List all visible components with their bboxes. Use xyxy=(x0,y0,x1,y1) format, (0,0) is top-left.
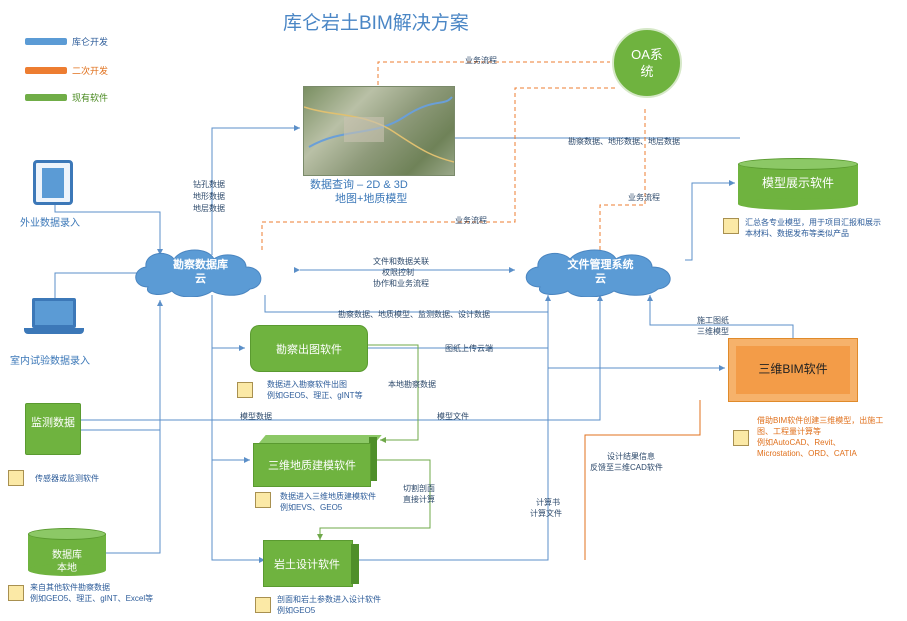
edge-label-assoc-1: 文件和数据关联 xyxy=(373,257,429,266)
survey-drawing-node[interactable]: 勘察出图软件 xyxy=(250,325,368,372)
bim-inner xyxy=(736,346,850,394)
tablet-icon xyxy=(33,160,73,205)
cylinder-top xyxy=(28,528,106,540)
edge-label-drawing-upload: 图纸上传云端 xyxy=(445,344,493,353)
note-geo3d-1: 数据进入三维地质建模软件 xyxy=(280,492,376,501)
cloud-shape xyxy=(135,249,262,298)
edge-label-flow-top: 业务流程 xyxy=(465,56,497,65)
note-geotech-1: 剖面和岩土参数进入设计软件 xyxy=(277,595,381,604)
survey-db-cloud[interactable]: 勘察数据库 云 xyxy=(128,245,273,298)
monitor-data-node[interactable]: 监测数据 xyxy=(25,403,81,455)
geotech-node[interactable]: 岩土设计软件 xyxy=(263,540,359,587)
note-model-display-1: 汇总各专业模型，用于项目汇报和展示 xyxy=(745,218,881,227)
oa-system-label: OA系 统 xyxy=(631,47,663,79)
laptop-base xyxy=(24,328,84,334)
note-icon xyxy=(237,382,253,398)
map-image[interactable] xyxy=(303,86,455,176)
cloud-shape xyxy=(525,249,671,298)
map-roads xyxy=(303,96,455,163)
bim3d-label: 三维BIM软件 xyxy=(758,362,828,376)
cylinder-bottom xyxy=(738,198,858,210)
lab-entry-label: 室内试验数据录入 xyxy=(10,356,90,367)
survey-db-label-2: 云 xyxy=(195,273,206,285)
edge-label-calc-2: 计算文件 xyxy=(530,509,562,518)
cube-top xyxy=(259,435,382,443)
edge-label-cut-1: 切割剖面 xyxy=(403,484,435,493)
cube-side xyxy=(369,437,377,481)
survey-db-label-1: 勘察数据库 xyxy=(173,259,228,271)
edge-label-drill-1: 钻孔数据 xyxy=(193,180,225,189)
page-title: 库仑岩土BIM解决方案 xyxy=(283,13,469,34)
note-monitor: 传感器或监测软件 xyxy=(35,474,99,483)
local-db-label-1: 数据库 xyxy=(52,550,82,561)
model-display-node[interactable]: 模型展示软件 xyxy=(738,158,858,210)
edge-label-model-data: 模型数据 xyxy=(240,412,272,421)
local-database-node[interactable]: 数据库 本地 xyxy=(28,528,106,576)
laptop-icon xyxy=(32,298,76,328)
note-bim-3: 例如AutoCAD、Revit、 xyxy=(757,438,841,447)
legend-swatch-green xyxy=(25,94,67,101)
box-side xyxy=(351,544,359,584)
note-geo3d-2: 例如EVS、GEO5 xyxy=(280,503,343,512)
note-database-1: 来自其他软件勘察数据 xyxy=(30,583,110,592)
oa-system-node[interactable]: OA系 统 xyxy=(612,28,682,98)
legend-swatch-blue xyxy=(25,38,67,45)
edge-label-feedback-2: 反馈至三维CAD软件 xyxy=(590,463,663,472)
cylinder-body xyxy=(738,164,858,204)
local-db-label-2: 本地 xyxy=(57,563,77,574)
edge-label-survey-model: 勘察数据、地质模型、监测数据、设计数据 xyxy=(338,310,490,319)
cylinder-top xyxy=(738,158,858,170)
cylinder-bottom xyxy=(28,564,106,576)
legend-label-kulun: 库仑开发 xyxy=(72,37,109,47)
monitor-data-label: 监测数据 xyxy=(31,417,75,429)
geo3d-node[interactable]: 三维地质建模软件 xyxy=(253,435,383,487)
note-icon xyxy=(8,470,24,486)
note-icon xyxy=(255,597,271,613)
file-mgmt-cloud[interactable]: 文件管理系统 云 xyxy=(518,245,683,298)
note-bim-2: 图、工程量计算等 xyxy=(757,427,821,436)
edge-label-flow-mid: 业务流程 xyxy=(455,216,487,225)
note-bim-4: Microstation、ORD、CATIA xyxy=(757,449,857,458)
edge-label-construct-2: 三维模型 xyxy=(697,327,729,336)
cube-front: 三维地质建模软件 xyxy=(253,443,371,487)
box-front xyxy=(263,540,353,587)
note-survey-draw-1: 数据进入勘察软件出图 xyxy=(267,380,347,389)
edge-label-flow-right: 业务流程 xyxy=(628,193,660,202)
note-icon xyxy=(723,218,739,234)
map-caption-1: 数据查询 – 2D & 3D xyxy=(310,179,408,191)
bim3d-node[interactable]: 三维BIM软件 xyxy=(728,338,858,402)
note-icon xyxy=(8,585,24,601)
legend-swatch-orange xyxy=(25,67,67,74)
note-database-2: 例如GEO5、理正、gINT、Excel等 xyxy=(30,594,154,603)
edge-label-model-file: 模型文件 xyxy=(437,412,469,421)
note-survey-draw-2: 例如GEO5、理正、gINT等 xyxy=(267,391,363,400)
file-mgmt-label-1: 文件管理系统 xyxy=(567,259,634,271)
note-bim-1: 借助BIM软件创建三维模型，出施工 xyxy=(757,416,884,425)
edge-label-drill-3: 地层数据 xyxy=(193,204,225,213)
edge-label-local-survey: 本地勘察数据 xyxy=(388,380,436,389)
note-icon xyxy=(733,430,749,446)
model-display-label: 模型展示软件 xyxy=(761,176,834,190)
note-geotech-2: 例如GEO5 xyxy=(277,606,316,615)
edge-label-assoc-2: 权限控制 xyxy=(382,268,414,277)
edge-label-feedback-1: 设计结果信息 xyxy=(607,452,655,461)
geotech-label: 岩土设计软件 xyxy=(274,559,340,571)
survey-drawing-label: 勘察出图软件 xyxy=(276,343,342,356)
edge-label-cut-2: 直接计算 xyxy=(403,495,435,504)
edge-label-survey-data: 勘察数据、地形数据、地层数据 xyxy=(568,137,680,146)
note-model-display-2: 本材料、数据发布等类似产品 xyxy=(745,229,849,238)
edge-label-assoc-3: 协作和业务流程 xyxy=(373,279,429,288)
field-entry-label: 外业数据录入 xyxy=(20,218,80,229)
edge-label-calc-1: 计算书 xyxy=(536,498,560,507)
file-mgmt-label-2: 云 xyxy=(595,273,606,285)
note-icon xyxy=(255,492,271,508)
map-caption-2: 地图+地质模型 xyxy=(335,193,408,205)
edge-label-drill-2: 地形数据 xyxy=(193,192,225,201)
edge-label-construct-1: 施工图纸 xyxy=(697,316,729,325)
geo3d-label: 三维地质建模软件 xyxy=(268,460,356,472)
legend-label-secondary: 二次开发 xyxy=(72,66,109,76)
legend-label-existing: 现有软件 xyxy=(72,93,109,103)
